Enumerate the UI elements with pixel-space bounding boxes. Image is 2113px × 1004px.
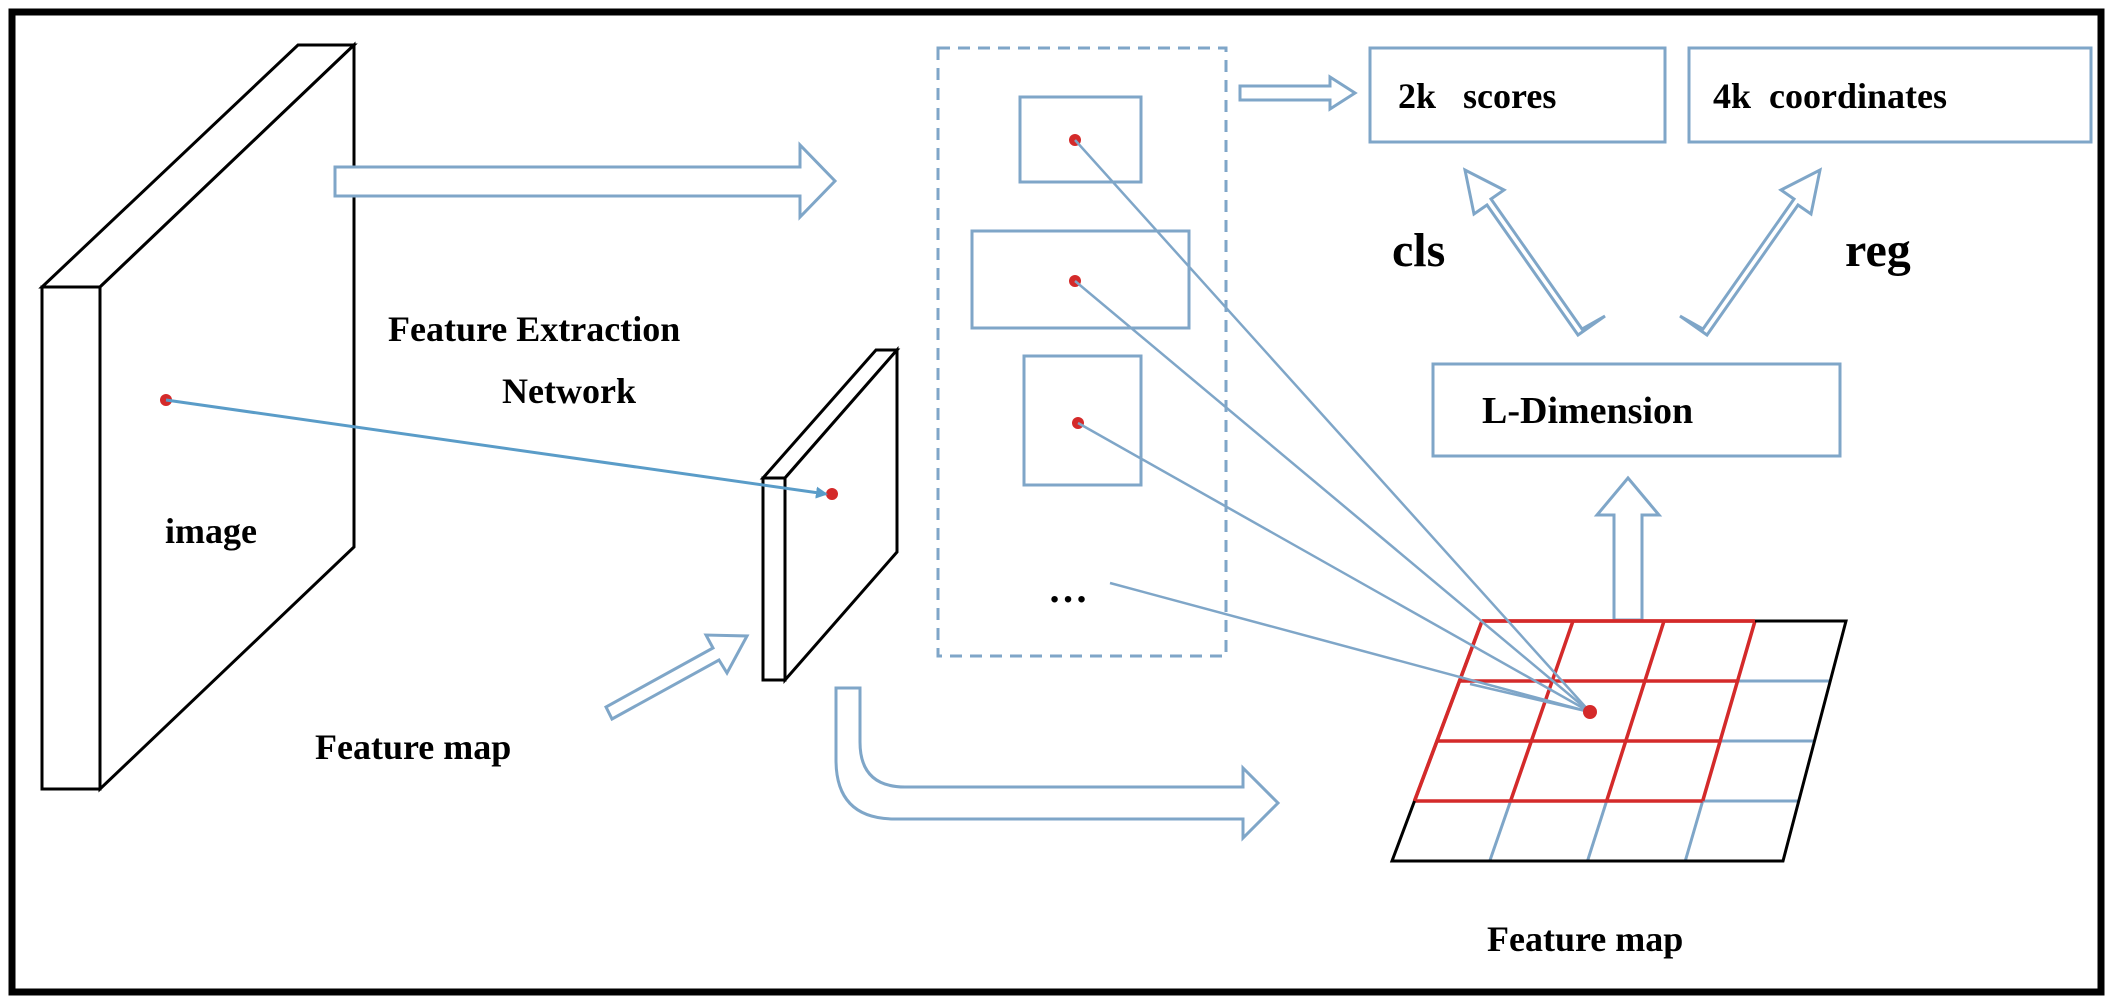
- image-label: image: [165, 511, 257, 551]
- feature-map-small-label: Feature map: [315, 727, 511, 767]
- feature-map-point: [826, 488, 838, 500]
- scores-box: [1368, 46, 1667, 144]
- l-dimension-label: L-Dimension: [1482, 390, 1693, 432]
- arrow-reg: [1679, 167, 1823, 338]
- ray-2: [1074, 280, 1591, 713]
- ray-4: [1109, 581, 1591, 714]
- grid-highlight-col: [1508, 620, 1575, 802]
- ray-5: [1469, 682, 1591, 714]
- grid-highlight-col: [1701, 620, 1757, 802]
- grid-center-point: [1583, 705, 1597, 719]
- feature-map-slab: [759, 346, 901, 684]
- feature-extraction-network-label: Feature Extraction Network: [388, 309, 689, 411]
- arrow-feature-map-up: [604, 633, 750, 722]
- image-slab: [38, 41, 358, 793]
- anchors-ellipsis: …: [1048, 566, 1088, 611]
- coordinates-label: 4k coordinates: [1713, 76, 1947, 116]
- arrow-curved-to-grid: [834, 686, 1281, 842]
- coordinates-box: [1687, 46, 2093, 144]
- arrow-to-scores: [1238, 74, 1358, 112]
- arrow-grid-to-l-dimension: [1593, 475, 1663, 622]
- feature-map-grid-label: Feature map: [1487, 919, 1683, 959]
- feature-extraction-line1: Feature Extraction: [388, 309, 680, 349]
- ray-1: [1074, 139, 1591, 713]
- grid-highlight-col: [1604, 620, 1666, 802]
- ray-3: [1077, 421, 1591, 714]
- arrow-image-to-anchors: [333, 141, 838, 221]
- anchors-panel: [936, 46, 1228, 658]
- anchor-rays: [1074, 139, 1591, 714]
- cls-label: cls: [1392, 224, 1445, 277]
- arrow-cls: [1462, 167, 1606, 338]
- reg-label: reg: [1845, 224, 1911, 277]
- feature-map-grid: [1389, 619, 1848, 863]
- l-dimension-box: [1431, 362, 1842, 458]
- scores-label: 2k scores: [1398, 76, 1556, 116]
- grid-highlight-left: [1412, 620, 1484, 802]
- feature-extraction-line2: Network: [502, 371, 636, 411]
- projection-arrow: [165, 398, 828, 499]
